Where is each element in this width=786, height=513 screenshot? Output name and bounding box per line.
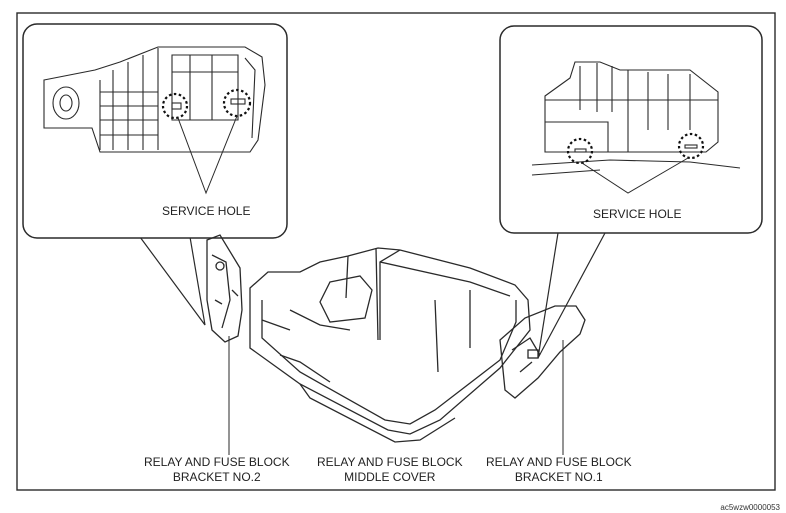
service-hole-label-left: SERVICE HOLE [162, 204, 251, 218]
outer-frame [16, 12, 776, 491]
label-bracket-no1-line2: BRACKET NO.1 [514, 470, 603, 484]
label-middle-cover-line1: RELAY AND FUSE BLOCK [317, 455, 463, 469]
label-bracket-no2: RELAY AND FUSE BLOCK BRACKET NO.2 [144, 455, 290, 485]
bracket-no2-closeup [43, 46, 266, 153]
service-hole-marker [161, 92, 189, 120]
leader-line [581, 157, 689, 194]
service-hole-label-right: SERVICE HOLE [593, 207, 682, 221]
figure-code: ac5wzw0000053 [720, 503, 780, 512]
main-assembly [206, 234, 586, 443]
fuse-block-closeup [531, 61, 741, 176]
label-bracket-no2-line1: RELAY AND FUSE BLOCK [144, 455, 290, 469]
left-inset [22, 23, 288, 326]
label-bracket-no2-line2: BRACKET NO.2 [172, 470, 261, 484]
leader-line [177, 115, 238, 195]
middle-cover-part [249, 247, 531, 443]
label-bracket-no1-line1: RELAY AND FUSE BLOCK [486, 455, 632, 469]
label-middle-cover: RELAY AND FUSE BLOCK MIDDLE COVER [317, 455, 463, 485]
right-inset [499, 25, 763, 359]
bracket-no2-part [206, 234, 243, 343]
service-hole-marker [566, 137, 594, 165]
label-bracket-no1: RELAY AND FUSE BLOCK BRACKET NO.1 [486, 455, 632, 485]
label-middle-cover-line2: MIDDLE COVER [344, 470, 436, 484]
bracket-no1-part [499, 305, 586, 399]
service-hole-marker [677, 132, 705, 160]
